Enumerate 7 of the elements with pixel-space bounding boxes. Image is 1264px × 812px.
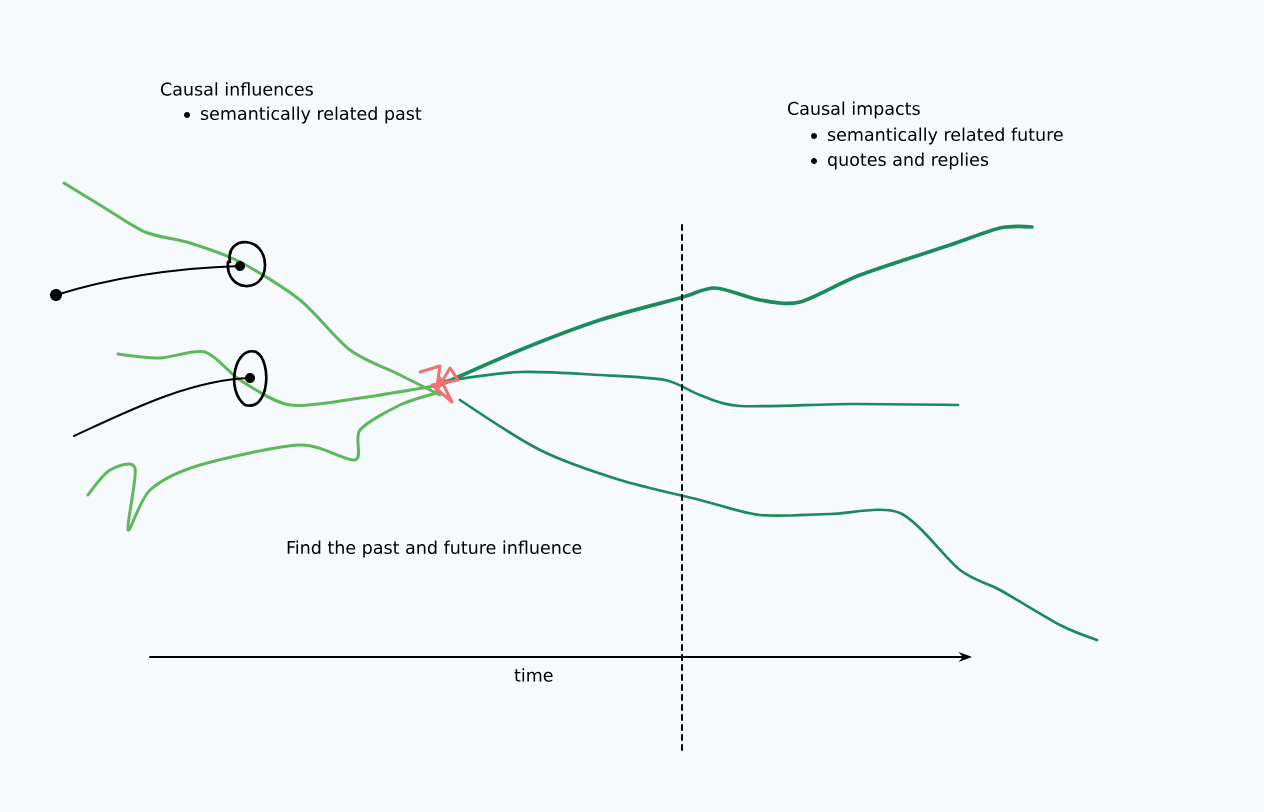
note-text: Find the past and future influence (287, 540, 582, 558)
bullet-item: semantically related future (811, 127, 1063, 145)
bullet-item: quotes and replies (811, 152, 989, 170)
axis-label: time (514, 668, 553, 682)
heading: Causal impacts (788, 101, 920, 119)
heading: Causal influences (161, 82, 313, 96)
bullet-item: semantically related past (184, 106, 422, 124)
